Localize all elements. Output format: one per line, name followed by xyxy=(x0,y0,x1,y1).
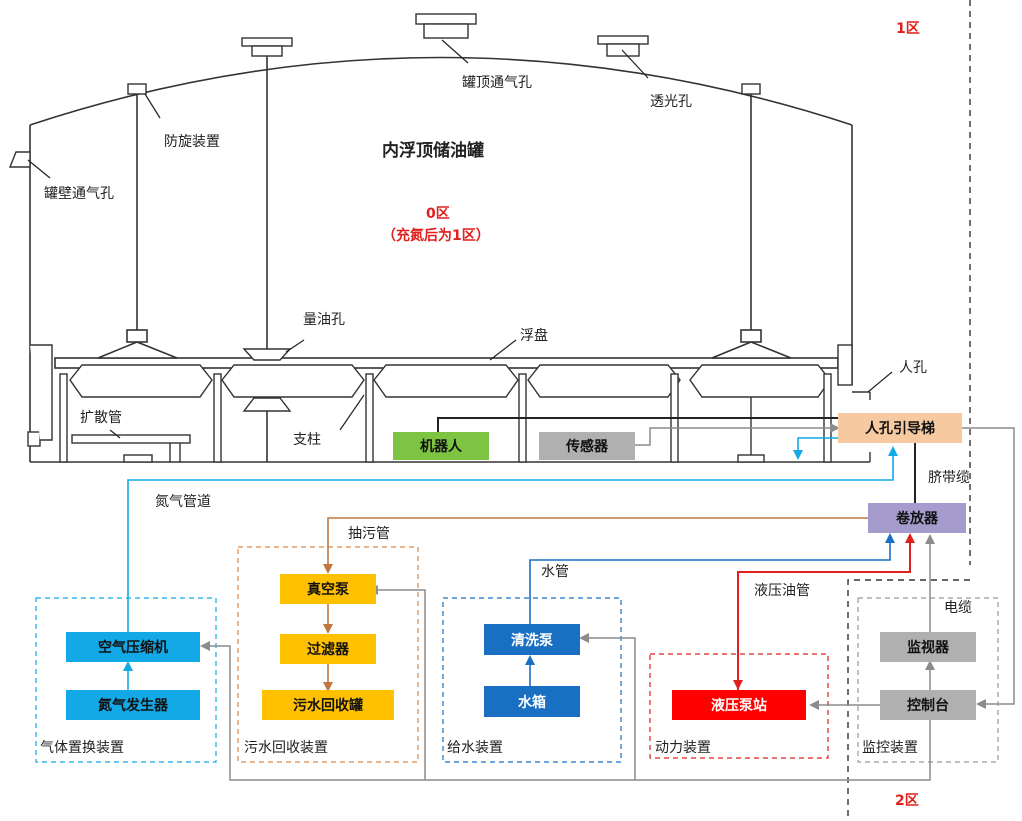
zone0-note: （充氮后为1区） xyxy=(382,228,490,244)
floating-disc xyxy=(54,329,839,369)
skylight-label: 透光孔 xyxy=(650,94,692,110)
diffuser-label: 扩散管 xyxy=(80,410,122,426)
console-to-compressor xyxy=(200,641,931,781)
vacuum-pump-box[interactable]: 真空泵 xyxy=(280,574,376,604)
gauge-funnel xyxy=(242,348,292,412)
manhole-label: 人孔 xyxy=(899,360,927,376)
gauge-top xyxy=(241,37,293,57)
water-pipe-line xyxy=(529,533,895,624)
roof-vent-label: 罐顶通气孔 xyxy=(462,75,532,91)
gas-replacement-label: 气体置换装置 xyxy=(40,740,124,756)
monitoring-label: 监控装置 xyxy=(862,740,918,756)
umbilical-label: 脐带缆 xyxy=(928,470,970,486)
floating-disc-label: 浮盘 xyxy=(520,328,548,344)
sewage-pipe-line xyxy=(323,517,868,574)
anti-rotation-label: 防旋装置 xyxy=(164,134,220,150)
reel-box[interactable]: 卷放器 xyxy=(868,503,966,533)
robot-box[interactable]: 机器人 xyxy=(393,432,489,460)
sewage-tank-box[interactable]: 污水回收罐 xyxy=(262,690,394,720)
tank-title: 内浮顶储油罐 xyxy=(382,141,484,161)
console-to-cleaning xyxy=(579,633,636,780)
water-tank-box[interactable]: 水箱 xyxy=(484,686,580,717)
ladder-to-console xyxy=(962,427,1015,709)
sensor-link xyxy=(634,423,840,446)
cleaning-pump-box[interactable]: 清洗泵 xyxy=(484,624,580,655)
water-supply-label: 给水装置 xyxy=(447,740,503,756)
monitoring-frame xyxy=(857,597,999,763)
diffuser xyxy=(27,344,191,463)
sensor-box[interactable]: 传感器 xyxy=(539,432,635,460)
filter-box[interactable]: 过滤器 xyxy=(280,634,376,664)
zone-divider xyxy=(847,0,971,821)
manhole-ladder-box[interactable]: 人孔引导梯 xyxy=(838,413,962,443)
hydraulic-pipe-label: 液压油管 xyxy=(754,583,810,599)
tank-outline xyxy=(29,56,853,463)
monitor-box[interactable]: 监视器 xyxy=(880,632,976,662)
nitrogen-generator-box[interactable]: 氮气发生器 xyxy=(66,690,200,720)
sewage-recovery-label: 污水回收装置 xyxy=(244,740,328,756)
gas-replacement-frame xyxy=(35,597,217,763)
console-to-vacuum xyxy=(368,585,426,780)
sewage-pipe-label: 抽污管 xyxy=(348,526,390,542)
console-box[interactable]: 控制台 xyxy=(880,690,976,720)
power-label: 动力装置 xyxy=(655,740,711,756)
manhole xyxy=(837,344,871,463)
floats xyxy=(69,364,831,398)
wall-vent xyxy=(8,151,31,168)
zone1-label: 1区 xyxy=(896,21,920,37)
power-frame xyxy=(649,653,829,759)
robot-link xyxy=(437,417,838,432)
gauge-hole-label: 量油孔 xyxy=(303,312,345,328)
anti-rotation-top xyxy=(127,83,147,95)
air-compressor-box[interactable]: 空气压缩机 xyxy=(66,632,200,662)
hydraulic-station-box[interactable]: 液压泵站 xyxy=(672,690,806,720)
anti-rotation-top-right xyxy=(741,83,761,95)
pillar-label: 支柱 xyxy=(293,432,321,448)
wall-vent-label: 罐壁通气孔 xyxy=(44,186,114,202)
zone0-label: 0区 xyxy=(426,206,450,222)
skylight xyxy=(597,35,649,57)
hydraulic-line xyxy=(737,533,915,690)
nitrogen-inlet-line xyxy=(793,437,838,460)
cable-label: 电缆 xyxy=(944,600,972,616)
nitrogen-pipe-label: 氮气管道 xyxy=(155,494,211,510)
water-pipe-label: 水管 xyxy=(541,564,569,580)
nitrogen-pipe-line xyxy=(127,446,898,632)
roof-vent xyxy=(415,13,477,39)
zone2-label: 2区 xyxy=(895,793,919,809)
